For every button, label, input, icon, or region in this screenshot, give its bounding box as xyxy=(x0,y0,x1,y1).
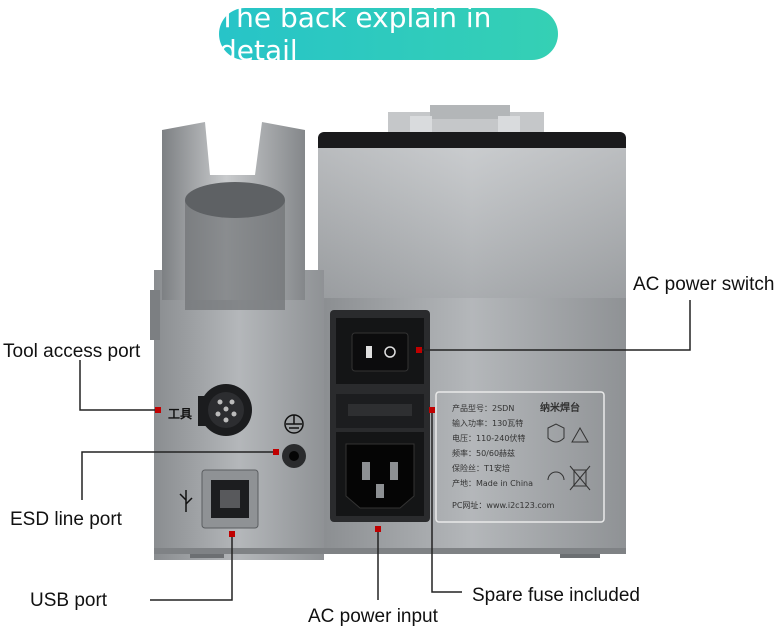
ac-power-input[interactable] xyxy=(345,443,415,509)
callout-markers xyxy=(155,347,435,537)
top-bracket xyxy=(388,105,544,134)
banner-title: The back explain in detail xyxy=(219,1,492,67)
plate-line-0: 产品型号：2SDN xyxy=(452,403,514,413)
callout-ac-power-switch: AC power switch xyxy=(633,274,775,295)
callout-tool-access-port: Tool access port xyxy=(3,341,141,362)
plate-line-4: 保险丝：T1安培 xyxy=(452,463,510,473)
usb-port[interactable] xyxy=(201,469,259,529)
plate-brand: 纳米焊台 xyxy=(540,401,580,414)
tool-port-label: 工具 xyxy=(168,407,192,421)
plate-line-5: 产地：Made in China xyxy=(452,478,533,488)
esd-line-port[interactable] xyxy=(282,444,306,468)
callout-usb-port: USB port xyxy=(30,590,108,611)
rating-plate: 产品型号：2SDN 输入功率：130瓦特 电压：110-240伏特 频率：50/… xyxy=(435,391,605,523)
tool-access-port[interactable] xyxy=(198,384,252,436)
plate-line-2: 电压：110-240伏特 xyxy=(452,433,525,443)
power-panel xyxy=(330,310,430,522)
weee-bin-icon xyxy=(569,465,591,491)
ac-power-switch[interactable] xyxy=(351,332,409,372)
callout-esd-line-port: ESD line port xyxy=(10,509,122,530)
callout-spare-fuse: Spare fuse included xyxy=(472,585,640,606)
ground-icon xyxy=(284,414,304,434)
plate-line-1: 输入功率：130瓦特 xyxy=(452,418,523,428)
shield-check-icon xyxy=(547,423,565,443)
plate-line-3: 频率：50/60赫兹 xyxy=(452,448,515,458)
callout-lines xyxy=(79,300,691,601)
esd-warning-icon xyxy=(571,426,589,443)
callout-ac-power-input: AC power input xyxy=(308,606,438,627)
usb-icon xyxy=(179,490,193,512)
recycle-icon xyxy=(547,471,565,481)
title-banner: The back explain in detail xyxy=(219,1,558,67)
plate-line-6: PC网址：www.i2c123.com xyxy=(452,500,555,510)
